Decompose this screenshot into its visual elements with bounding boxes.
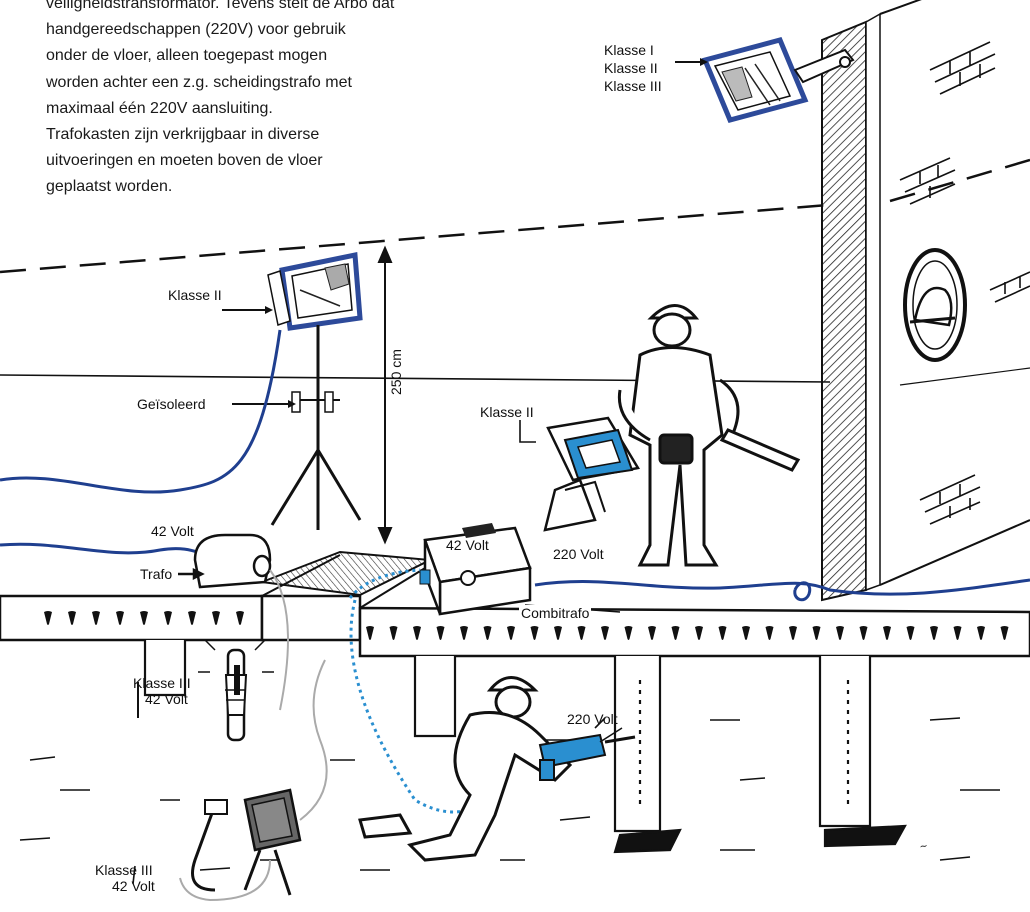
intro-paragraph: veiligheidstransformator. Tevens stelt d… [46,0,486,201]
combitrafo-label: Combitrafo [519,605,591,621]
wall-lamp-class-1: Klasse I [604,42,654,58]
combi-220-label: 220 Volt [553,546,604,562]
stand-lamp-label: Klasse II [480,404,534,420]
transformer-label: Trafo [140,566,172,582]
artist-signature: ~ [919,841,929,853]
helmet-sign [905,250,965,360]
wall-lamp-class-2: Klasse II [604,60,658,76]
kneeling-worker [360,678,570,861]
insulated-label: Geïsoleerd [137,396,205,412]
height-dimension-arrow [379,248,391,542]
intro-line: onder de vloer, alleen toegepast mogen [46,43,486,69]
stand-floodlight [545,418,638,530]
tripod-lamp-label: Klasse II [168,287,222,303]
hand-lamp-volt-label: 42 Volt [145,691,188,707]
drill-volt-label: 220 Volt [567,711,618,727]
intro-line: maximaal één 220V aansluiting. [46,96,486,122]
intro-line: handgereedschappen (220V) voor gebruik [46,17,486,43]
transformer-volt-label: 42 Volt [151,523,194,539]
tripod-floodlight [222,255,360,530]
combi-volt-label: 42 Volt [446,537,489,553]
floor-lamp-volt-label: 42 Volt [112,878,155,894]
standing-worker [619,306,798,566]
intro-line: veiligheidstransformator. Tevens stelt d… [46,0,486,17]
floor-lamp-class-label: Klasse III [95,862,153,878]
hand-lamp-class-label: Klasse III [133,675,191,691]
height-label: 250 cm [388,349,404,395]
floor-lamp [180,660,327,900]
intro-line: uitvoeringen en moeten boven de vloer [46,148,486,174]
wall-lamp-class-3: Klasse III [604,78,662,94]
intro-line: worden achter een z.g. scheidingstrafo m… [46,70,486,96]
intro-line: geplaatst worden. [46,174,486,200]
intro-line: Trafokasten zijn verkrijgbaar in diverse [46,122,486,148]
